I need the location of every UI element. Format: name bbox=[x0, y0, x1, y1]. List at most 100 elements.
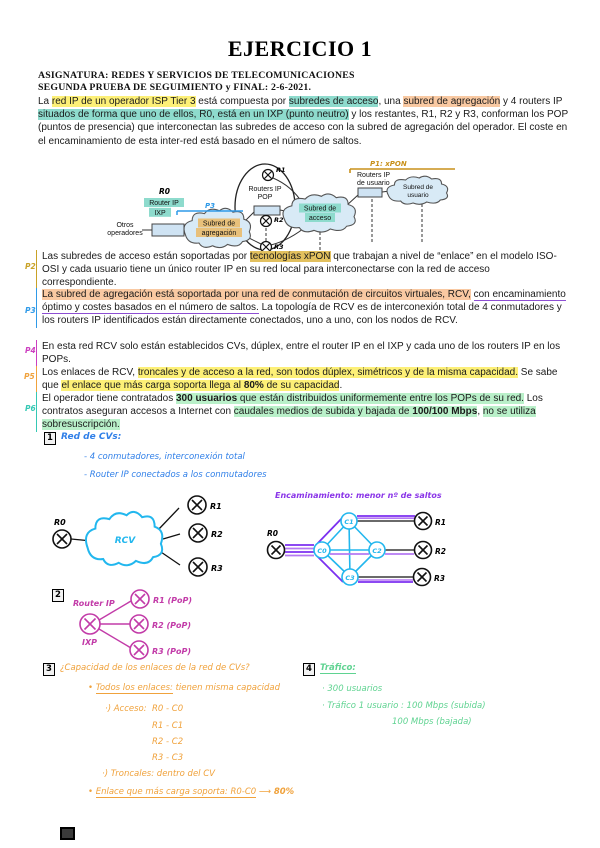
text-segment bbox=[237, 393, 240, 404]
node-r1 bbox=[413, 511, 433, 531]
svg-text:C0: C0 bbox=[317, 547, 327, 555]
text-segment: , bbox=[477, 406, 483, 418]
section4-traffic-down: 100 Mbps (bajada) bbox=[392, 717, 472, 727]
cv-paths bbox=[285, 515, 415, 583]
section2-number: 2 bbox=[52, 589, 69, 608]
text-segment: En esta red RCV solo están establecidos … bbox=[42, 341, 561, 366]
section3-bullet2: • Enlace que más carga soporta: R0-C0 ⟶ … bbox=[88, 787, 294, 798]
cloud-agregacion: Subred de agregación bbox=[184, 208, 251, 247]
node-r0 bbox=[52, 529, 72, 549]
bullet-glyph: • bbox=[88, 787, 94, 797]
section2-number-box: 2 bbox=[52, 589, 64, 602]
network-figure: Subred de agregación Subred de acceso Su… bbox=[107, 160, 455, 254]
label-pop-1: Routers IP bbox=[248, 186, 281, 193]
switch-c3: C3 bbox=[341, 568, 359, 586]
page-title: EJERCICIO 1 bbox=[227, 36, 373, 61]
diagram-ixp-pop: Router IP IXP R1 (PoP) R2 (PoP) R3 (PoP) bbox=[73, 589, 192, 660]
svg-text:acceso: acceso bbox=[309, 215, 331, 222]
text-segment: situados de forma que uno de ellos, R0, … bbox=[38, 109, 349, 121]
text-segment: subred de agregación bbox=[403, 96, 501, 107]
hw-p1-bracket bbox=[349, 168, 455, 173]
margin-mark-p3: P3 bbox=[25, 306, 36, 315]
text-segment: 80% bbox=[243, 380, 264, 392]
label-r1: R1 bbox=[435, 518, 446, 527]
section-box-cutoff bbox=[60, 827, 75, 840]
svg-text:Subred de: Subred de bbox=[304, 206, 336, 213]
diagram-routing-graph: C0 C1 C2 C3 R0 R1 R2 R3 bbox=[266, 511, 446, 587]
link-pair-1: R0 - C0 bbox=[152, 704, 184, 714]
router-box-pop bbox=[253, 205, 281, 216]
node-r2 bbox=[413, 540, 433, 560]
hw-p1-xpon: P1: xPON bbox=[370, 160, 407, 168]
section3-bullet1: • Todos los enlaces: tienen misma capaci… bbox=[88, 683, 280, 694]
rcv-cloud-label: RCV bbox=[115, 536, 137, 546]
label-r1: R1 bbox=[210, 502, 222, 511]
margin-mark-p6: P6 bbox=[25, 404, 36, 413]
arrow-glyph: ⟶ bbox=[258, 787, 272, 797]
router-icon-r3 bbox=[259, 240, 273, 254]
text-segment: y los restantes, R1, R2 y R3, conforman … bbox=[38, 109, 568, 147]
text-segment: red IP de un operador ISP Tier 3 bbox=[51, 96, 196, 107]
text-segment: de su capacidad bbox=[263, 380, 340, 392]
label-r2: R2 bbox=[435, 547, 446, 556]
ixp-links bbox=[98, 600, 132, 649]
label-r0: R0 bbox=[267, 529, 278, 538]
hw-r3: R3 bbox=[274, 243, 284, 251]
node-r2-pop bbox=[129, 614, 149, 634]
text-segment: , una bbox=[378, 96, 404, 107]
node-r2 bbox=[188, 523, 208, 543]
text-segment: subredes de acceso bbox=[288, 96, 379, 107]
section1-title-text: Red de CVs: bbox=[61, 432, 122, 442]
svg-text:usuario: usuario bbox=[407, 192, 429, 199]
bullet-glyph: • bbox=[88, 683, 94, 693]
exam-date-line: SEGUNDA PRUEBA DE SEGUIMIENTO y FINAL: 2… bbox=[38, 82, 312, 93]
router-box-usuario bbox=[357, 187, 383, 198]
link-pair-2: R1 - C1 bbox=[152, 721, 184, 731]
subject-line: ASIGNATURA: REDES Y SERVICIOS DE TELECOM… bbox=[38, 70, 355, 81]
node-r3 bbox=[412, 567, 432, 587]
cloud-acceso: Subred de acceso bbox=[283, 194, 355, 232]
diagram-rcv-cloud: RCV R0 R1 R2 R3 bbox=[52, 495, 223, 577]
bullet1-underlined: Todos los enlaces: bbox=[95, 683, 173, 694]
hand-section1-item1: - 4 conmutadores, interconexión total bbox=[84, 452, 245, 462]
label-router-ip: Router IP bbox=[149, 200, 179, 207]
text-segment: y 4 routers IP bbox=[500, 96, 563, 107]
paragraph-p4: En esta red RCV solo están establecidos … bbox=[36, 340, 566, 367]
section3-number-box: 3 bbox=[43, 663, 55, 676]
text-segment: La subred de agregación está soportada p… bbox=[42, 289, 471, 300]
switch-c2: C2 bbox=[368, 541, 386, 559]
node-r0 bbox=[266, 540, 286, 560]
link-pair-4: R3 - C3 bbox=[152, 753, 184, 763]
margin-mark-p4: P4 bbox=[25, 346, 36, 355]
paragraph-p5: Los enlaces de RCV, troncales y de acces… bbox=[36, 366, 566, 393]
label-otros-1: Otros bbox=[116, 222, 134, 229]
text-segment: troncales y de acceso a la red, son todo… bbox=[137, 367, 519, 378]
router-icon-r1 bbox=[261, 168, 275, 182]
label-r3-pop: R3 (PoP) bbox=[152, 647, 191, 656]
text-segment: Se sabe que bbox=[42, 367, 558, 392]
switch-c0: C0 bbox=[313, 541, 331, 559]
bullet1-rest: tienen misma capacidad bbox=[172, 683, 280, 693]
text-segment: está compuesta por bbox=[195, 96, 289, 107]
cloud-usuario: Subred de usuario bbox=[387, 176, 448, 204]
label-ixp: IXP bbox=[154, 210, 166, 217]
router-icon-r2 bbox=[259, 214, 273, 228]
svg-text:Subred de: Subred de bbox=[203, 221, 235, 228]
section3-title-row: 3 ¿Capacidad de los enlaces de la red de … bbox=[43, 663, 250, 676]
hand-section1-item2: - Router IP conectados a los conmutadore… bbox=[84, 470, 267, 480]
section4-number-box: 4 bbox=[303, 663, 315, 676]
section3-title: ¿Capacidad de los enlaces de la red de C… bbox=[60, 663, 250, 673]
access-edges bbox=[357, 520, 414, 578]
text-segment: 100/100 Mbps bbox=[412, 406, 478, 418]
routing-note: Encaminamiento: menor nº de saltos bbox=[275, 491, 442, 500]
paragraph-p2: Las subredes de acceso están soportadas … bbox=[36, 250, 566, 290]
bullet2-underlined: Enlace que más carga soporta: R0-C0 bbox=[95, 787, 257, 798]
label-r3: R3 bbox=[211, 564, 223, 573]
hw-r0: R0 bbox=[159, 187, 170, 196]
text-segment: La bbox=[38, 96, 52, 107]
svg-text:C2: C2 bbox=[372, 547, 382, 555]
label-pop-2: POP bbox=[258, 194, 273, 201]
